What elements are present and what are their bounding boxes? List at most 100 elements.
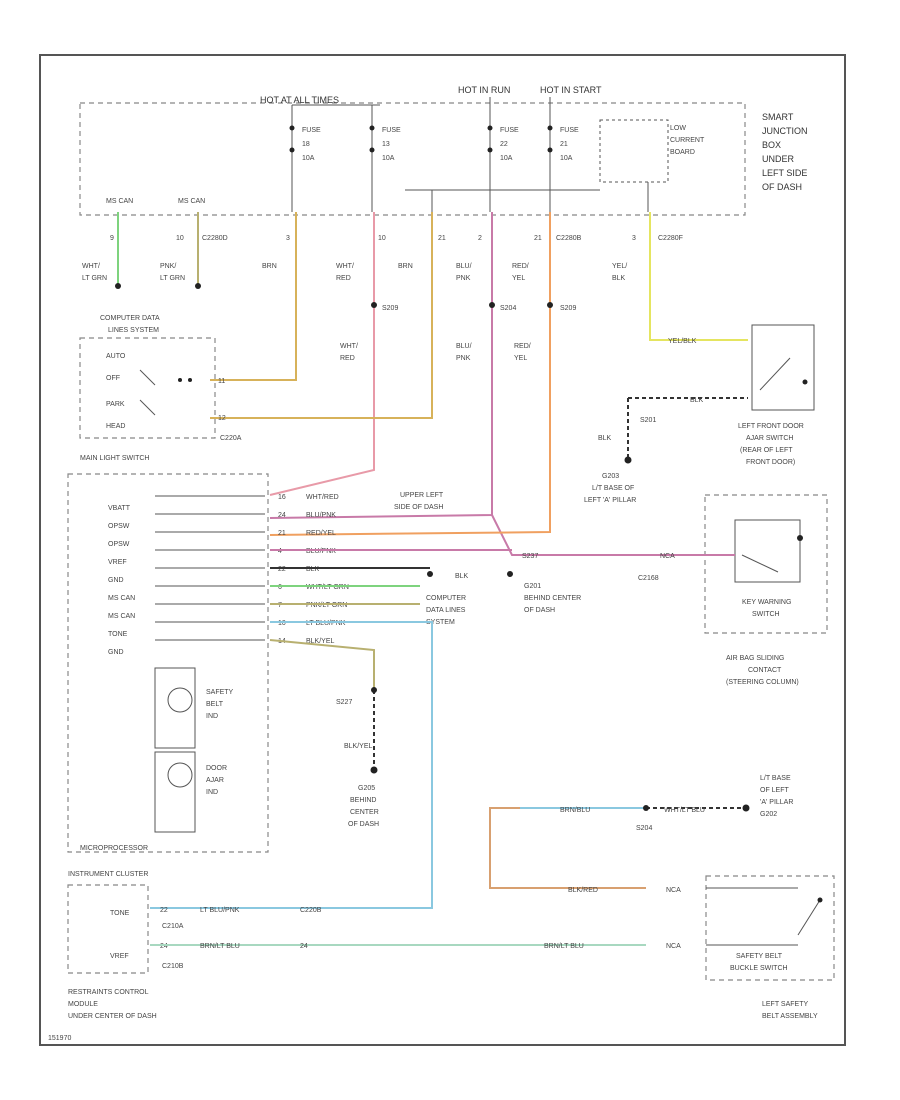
svg-text:WHT/: WHT/ — [82, 263, 100, 270]
svg-text:OF DASH: OF DASH — [762, 182, 802, 192]
key-warning-box — [704, 494, 828, 634]
g202-label: L/T BASE OF LEFT 'A' PILLAR G202 — [760, 775, 793, 818]
g201-label: G201 BEHIND CENTER OF DASH — [524, 583, 581, 614]
main-light-switch-pins: VBATT OPSW OPSW VREF GND MS CAN MS CAN T… — [108, 505, 135, 656]
svg-text:G203: G203 — [602, 473, 619, 480]
svg-text:BRN/LT BLU: BRN/LT BLU — [200, 943, 240, 950]
wire-brn-1 — [210, 212, 297, 381]
svg-text:10: 10 — [176, 235, 184, 242]
svg-text:YEL/: YEL/ — [612, 263, 627, 270]
svg-text:12: 12 — [218, 415, 226, 422]
svg-text:PNK: PNK — [456, 275, 471, 282]
svg-text:LEFT SAFETY: LEFT SAFETY — [762, 1001, 808, 1008]
svg-text:C2168: C2168 — [638, 575, 659, 582]
wire-blu-pnk — [269, 212, 493, 519]
svg-text:24: 24 — [278, 512, 286, 519]
airbag-label: AIR BAG SLIDING CONTACT (STEERING COLUMN… — [726, 655, 799, 686]
svg-text:13: 13 — [382, 141, 390, 148]
svg-text:FUSE: FUSE — [500, 127, 519, 134]
svg-text:TONE: TONE — [110, 910, 130, 917]
svg-text:JUNCTION: JUNCTION — [762, 126, 808, 136]
svg-text:BLK: BLK — [690, 397, 704, 404]
svg-text:SWITCH: SWITCH — [752, 611, 780, 618]
svg-text:GND: GND — [108, 649, 124, 656]
svg-text:CONTACT: CONTACT — [748, 667, 782, 674]
svg-text:10: 10 — [278, 620, 286, 627]
door-ajar-switch — [751, 324, 815, 411]
hot-all-times-label: HOT AT ALL TIMES — [260, 95, 339, 105]
svg-text:MODULE: MODULE — [68, 1001, 98, 1008]
svg-text:NCA: NCA — [660, 553, 675, 560]
upper-left-label: UPPER LEFT SIDE OF DASH — [394, 492, 444, 511]
svg-text:BLK/YEL: BLK/YEL — [306, 638, 335, 645]
svg-text:10A: 10A — [500, 155, 513, 162]
svg-text:BELT: BELT — [206, 701, 224, 708]
hot-in-run-label: HOT IN RUN — [458, 85, 510, 95]
svg-text:RED: RED — [340, 355, 355, 362]
svg-text:BOARD: BOARD — [670, 149, 695, 156]
svg-text:10A: 10A — [302, 155, 315, 162]
svg-text:S204: S204 — [636, 825, 652, 832]
svg-text:21: 21 — [534, 235, 542, 242]
svg-text:FUSE: FUSE — [302, 127, 321, 134]
svg-text:BLU/PNK: BLU/PNK — [306, 548, 336, 555]
svg-text:L/T BASE: L/T BASE — [760, 775, 791, 782]
svg-text:LINES SYSTEM: LINES SYSTEM — [108, 327, 159, 334]
svg-text:AJAR: AJAR — [206, 777, 224, 784]
svg-text:KEY WARNING: KEY WARNING — [742, 599, 791, 606]
svg-text:S209: S209 — [382, 305, 398, 312]
svg-text:SAFETY: SAFETY — [206, 689, 234, 696]
svg-text:(REAR OF LEFT: (REAR OF LEFT — [740, 447, 793, 454]
svg-text:NCA: NCA — [666, 943, 681, 950]
svg-text:BLK/RED: BLK/RED — [568, 887, 598, 894]
svg-text:FUSE: FUSE — [382, 127, 401, 134]
door-ajar-indicator-icon — [167, 762, 193, 788]
svg-text:AJAR SWITCH: AJAR SWITCH — [746, 435, 793, 442]
fuse-21: FUSE 21 10A — [547, 115, 579, 212]
svg-text:S227: S227 — [336, 699, 352, 706]
svg-text:RED/: RED/ — [514, 343, 531, 350]
wire-yel-blk — [649, 212, 748, 341]
svg-text:BEHIND CENTER: BEHIND CENTER — [524, 595, 581, 602]
svg-text:3: 3 — [286, 235, 290, 242]
svg-text:22: 22 — [160, 907, 168, 914]
svg-text:2: 2 — [478, 235, 482, 242]
svg-text:10A: 10A — [560, 155, 573, 162]
svg-text:21: 21 — [560, 141, 568, 148]
svg-text:G202: G202 — [760, 811, 777, 818]
svg-text:WHT/: WHT/ — [340, 343, 358, 350]
svg-text:BLK: BLK — [612, 275, 626, 282]
svg-text:PNK/LT GRN: PNK/LT GRN — [306, 602, 347, 609]
svg-text:UNDER CENTER OF DASH: UNDER CENTER OF DASH — [68, 1013, 157, 1020]
svg-text:10A: 10A — [382, 155, 395, 162]
svg-text:BRN: BRN — [398, 263, 413, 270]
svg-text:UPPER LEFT: UPPER LEFT — [400, 492, 444, 499]
svg-text:IND: IND — [206, 789, 218, 796]
svg-text:OF DASH: OF DASH — [524, 607, 555, 614]
svg-text:HEAD: HEAD — [106, 423, 125, 430]
svg-text:PARK: PARK — [106, 401, 125, 408]
main-light-switch-box — [67, 473, 269, 853]
main-light-switch-title: MAIN LIGHT SWITCH — [80, 455, 149, 462]
svg-text:DOOR: DOOR — [206, 765, 227, 772]
svg-text:9: 9 — [110, 235, 114, 242]
wire-wht-red — [269, 212, 375, 496]
svg-text:PNK/: PNK/ — [160, 263, 176, 270]
svg-text:C2280B: C2280B — [556, 235, 582, 242]
smart-junction-box — [79, 102, 746, 216]
instrument-cluster-title: INSTRUMENT CLUSTER — [68, 871, 148, 878]
safety-belt-ind-box — [154, 667, 196, 749]
low-current-board — [599, 119, 669, 183]
svg-text:4: 4 — [278, 548, 282, 555]
svg-text:LEFT SIDE: LEFT SIDE — [762, 168, 807, 178]
microprocessor-label: MICROPROCESSOR — [80, 845, 148, 852]
svg-text:S237: S237 — [522, 553, 538, 560]
instrument-cluster-box — [67, 884, 149, 974]
wire-brn-2 — [210, 212, 433, 419]
svg-text:BLU/PNK: BLU/PNK — [306, 512, 336, 519]
svg-text:S204: S204 — [500, 305, 516, 312]
svg-text:VREF: VREF — [110, 953, 129, 960]
wire-blk-yel — [269, 639, 375, 690]
svg-text:21: 21 — [438, 235, 446, 242]
svg-text:WHT/: WHT/ — [336, 263, 354, 270]
